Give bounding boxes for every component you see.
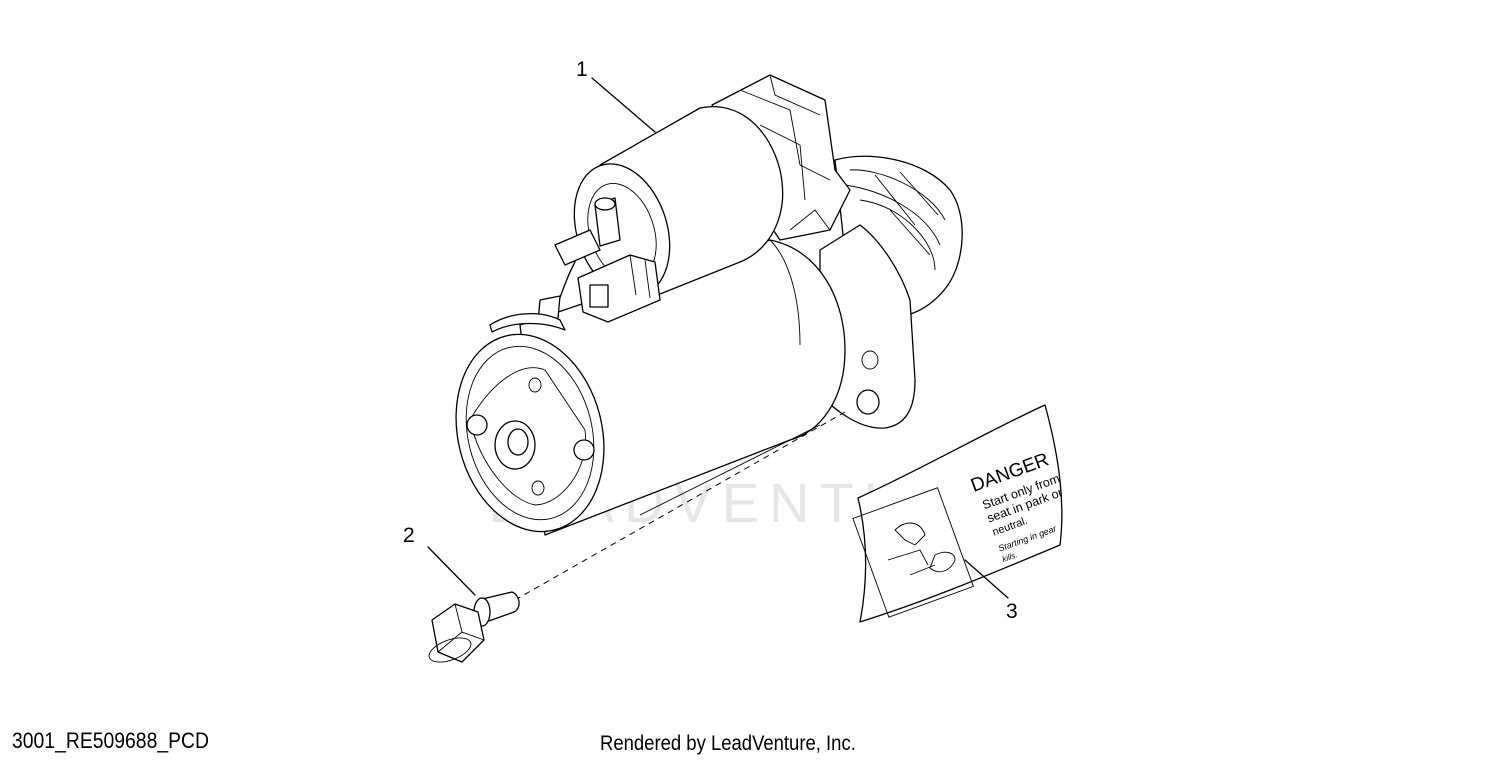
flange-bolt [428, 591, 520, 663]
starter-motor [455, 74, 963, 536]
callout-1: 1 [576, 58, 656, 133]
render-credit: Rendered by LeadVenture, Inc. [600, 732, 856, 755]
drawing-code: 3001_RE509688_PCD [12, 728, 209, 753]
callout-2: 2 [403, 524, 476, 596]
mounting-flange [819, 224, 916, 429]
bolt-alignment-line [514, 411, 846, 601]
callout-2-number: 2 [403, 524, 415, 547]
callout-3-number: 3 [1006, 600, 1018, 623]
danger-label: DANGER Start only from seat in park or n… [852, 404, 1065, 623]
callout-1-number: 1 [576, 58, 588, 81]
callout-3: 3 [964, 559, 1018, 623]
danger-label-outline [857, 404, 1063, 623]
